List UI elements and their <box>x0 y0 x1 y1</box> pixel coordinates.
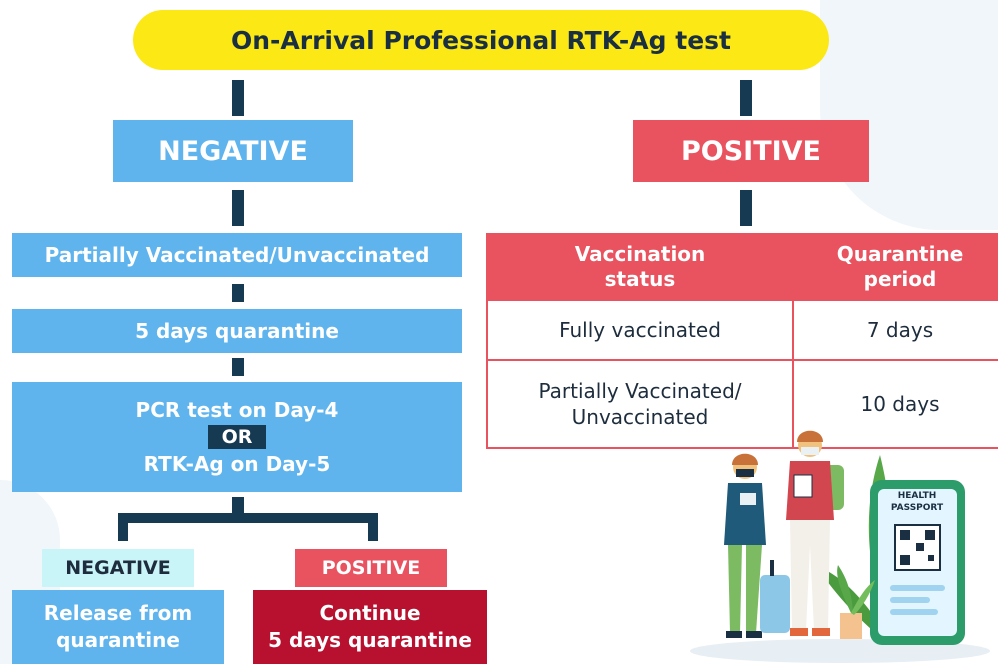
pcr-test-text: PCR test on Day-4 <box>135 398 339 422</box>
positive-result-box: POSITIVE <box>633 120 869 182</box>
background-shape <box>820 0 998 230</box>
connector-line <box>740 80 752 116</box>
continue-line2: 5 days quarantine <box>268 628 472 652</box>
rtk-test-text: RTK-Ag on Day-5 <box>143 452 331 476</box>
man-traveler-icon <box>786 430 844 636</box>
header-text: period <box>863 267 937 291</box>
release-box: Release from quarantine <box>12 590 224 664</box>
table-cell-status: Partially Vaccinated/ Unvaccinated <box>486 359 794 449</box>
connector-line <box>232 190 244 226</box>
connector-line <box>232 497 244 517</box>
suitcase-icon <box>760 560 790 633</box>
connector-line <box>740 190 752 226</box>
table-header-quarantine: Quarantine period <box>792 233 998 301</box>
connector-line <box>368 513 378 541</box>
quarantine-table: Vaccination status Quarantine period Ful… <box>486 233 998 449</box>
vaccination-status-box: Partially Vaccinated/Unvaccinated <box>12 233 462 277</box>
travelers-illustration: HEALTH PASSPORT <box>690 430 990 663</box>
header-text: Vaccination <box>574 242 706 266</box>
header-text: status <box>604 267 676 291</box>
connector-line <box>232 284 244 302</box>
release-line1: Release from <box>43 601 193 625</box>
positive-outcome-label: POSITIVE <box>295 549 447 587</box>
negative-outcome-label: NEGATIVE <box>42 549 194 587</box>
connector-line <box>232 80 244 116</box>
connector-line <box>232 358 244 376</box>
cell-text: Partially Vaccinated/ <box>538 379 742 403</box>
table-header-row: Vaccination status Quarantine period <box>486 233 998 301</box>
connector-line <box>118 513 378 523</box>
quarantine-box: 5 days quarantine <box>12 309 462 353</box>
table-header-vaccination: Vaccination status <box>486 233 794 301</box>
release-line2: quarantine <box>56 628 180 652</box>
or-label: OR <box>207 425 267 449</box>
table-cell-status: Fully vaccinated <box>486 299 794 361</box>
continue-line1: Continue <box>319 601 421 625</box>
header-text: Quarantine <box>836 242 964 266</box>
table-row: Partially Vaccinated/ Unvaccinated 10 da… <box>486 359 998 449</box>
pot-plant-icon <box>837 565 875 639</box>
test-options-box: PCR test on Day-4 OR RTK-Ag on Day-5 <box>12 382 462 492</box>
connector-line <box>118 513 128 541</box>
cell-text: Unvaccinated <box>571 405 709 429</box>
table-cell-period: 7 days <box>792 299 998 361</box>
table-cell-period: 10 days <box>792 359 998 449</box>
table-row: Fully vaccinated 7 days <box>486 299 998 361</box>
cell-text: Fully vaccinated <box>559 318 721 342</box>
phone-label: PASSPORT <box>891 503 944 513</box>
flowchart-title: On-Arrival Professional RTK-Ag test <box>133 10 829 70</box>
continue-box: Continue 5 days quarantine <box>253 590 487 664</box>
phone-label: HEALTH <box>898 491 937 501</box>
woman-traveler-icon <box>724 453 766 638</box>
phone-icon <box>870 480 965 645</box>
negative-result-box: NEGATIVE <box>113 120 353 182</box>
